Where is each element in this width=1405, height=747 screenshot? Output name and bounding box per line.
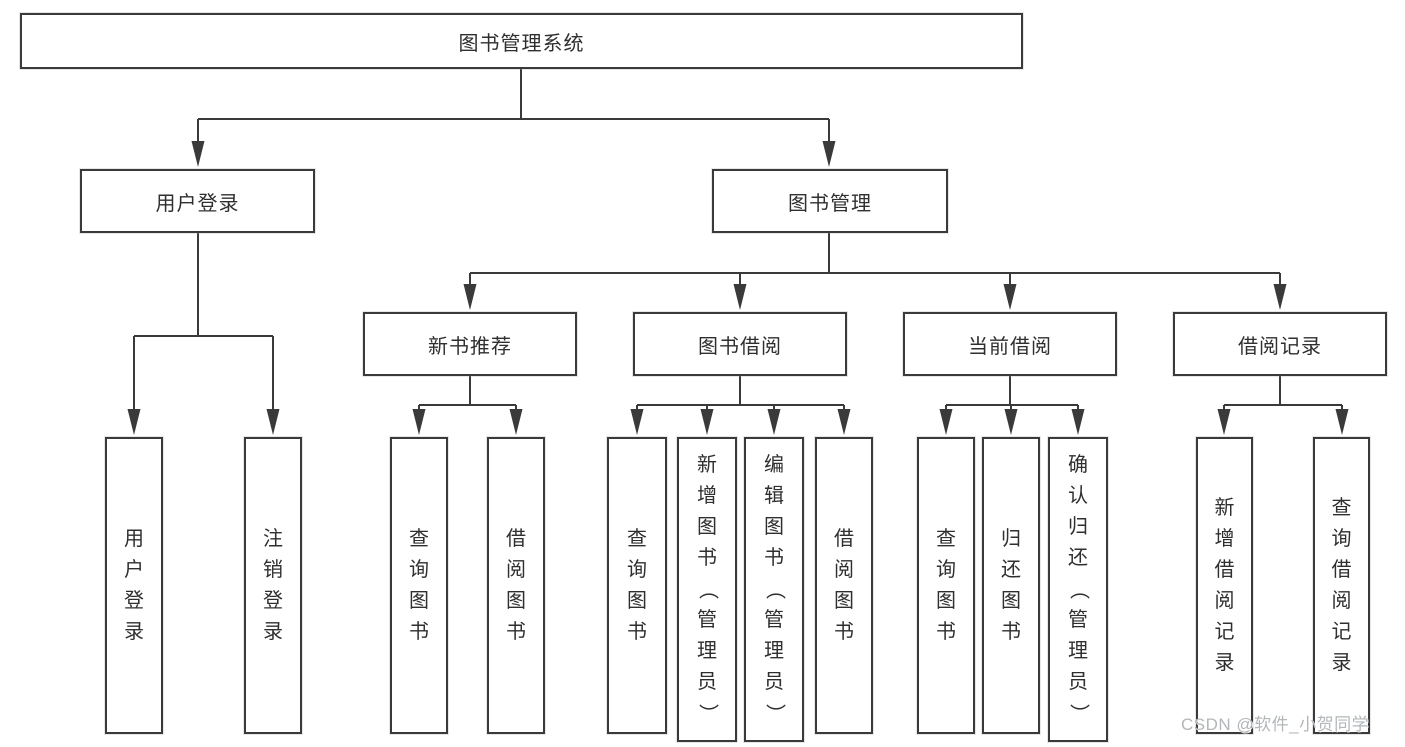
- node-leaf-user-login: 用户登录: [105, 437, 163, 734]
- connector-user-login-children: [133, 233, 274, 409]
- node-leaf-query-book-borrow-label: 查询图书: [627, 527, 647, 643]
- node-leaf-user-login-label: 用户登录: [124, 527, 144, 643]
- node-book-mgmt-label: 图书管理: [788, 192, 872, 215]
- node-root-label: 图书管理系统: [458, 32, 585, 55]
- node-current-borrow: 当前借阅: [903, 312, 1117, 376]
- arrowheads: [127, 141, 1349, 435]
- connector-root-to-level2: [197, 69, 830, 141]
- connector-current-borrow-children: [945, 376, 1079, 409]
- node-leaf-edit-book-label: 编辑图书（管理员）: [763, 454, 786, 724]
- node-leaf-add-book-label: 新增图书（管理员）: [696, 454, 719, 724]
- node-book-borrow-label: 图书借阅: [698, 335, 782, 358]
- node-user-login: 用户登录: [80, 169, 315, 233]
- node-leaf-query-record-label: 查询借阅记录: [1331, 496, 1352, 674]
- node-leaf-borrow-book-new-label: 借阅图书: [506, 527, 526, 643]
- node-borrow-records-label: 借阅记录: [1238, 335, 1322, 358]
- connector-new-book-rec-children: [418, 376, 517, 409]
- node-borrow-records: 借阅记录: [1173, 312, 1387, 376]
- node-new-book-rec-label: 新书推荐: [428, 335, 512, 358]
- node-leaf-logout-label: 注销登录: [263, 527, 283, 643]
- node-leaf-query-book-current: 查询图书: [917, 437, 975, 734]
- node-leaf-add-book: 新增图书（管理员）: [677, 437, 737, 742]
- node-leaf-add-record: 新增借阅记录: [1196, 437, 1253, 734]
- connector-book-borrow-children: [636, 376, 845, 409]
- node-leaf-borrow-book-new: 借阅图书: [487, 437, 545, 734]
- connector-book-mgmt-children: [469, 233, 1281, 284]
- node-leaf-borrow-book-borrow: 借阅图书: [815, 437, 873, 734]
- node-leaf-confirm-return: 确认归还（管理员）: [1048, 437, 1108, 742]
- node-current-borrow-label: 当前借阅: [968, 335, 1052, 358]
- csdn-watermark: CSDN @软件_小贺同学: [1181, 715, 1370, 734]
- node-leaf-query-book-borrow: 查询图书: [607, 437, 667, 734]
- node-leaf-borrow-book-borrow-label: 借阅图书: [834, 527, 854, 643]
- node-root: 图书管理系统: [20, 13, 1023, 69]
- node-leaf-edit-book: 编辑图书（管理员）: [744, 437, 804, 742]
- node-leaf-logout: 注销登录: [244, 437, 302, 734]
- node-leaf-confirm-return-label: 确认归还（管理员）: [1067, 454, 1090, 724]
- node-new-book-rec: 新书推荐: [363, 312, 577, 376]
- node-leaf-query-book-current-label: 查询图书: [936, 527, 956, 643]
- node-leaf-query-record: 查询借阅记录: [1313, 437, 1370, 734]
- node-leaf-return-book-label: 归还图书: [1001, 527, 1021, 643]
- connector-borrow-records-children: [1223, 376, 1343, 409]
- node-book-borrow: 图书借阅: [633, 312, 847, 376]
- node-leaf-return-book: 归还图书: [982, 437, 1040, 734]
- node-leaf-query-book-new-label: 查询图书: [409, 527, 429, 643]
- node-leaf-add-record-label: 新增借阅记录: [1214, 496, 1235, 674]
- node-book-mgmt: 图书管理: [712, 169, 948, 233]
- node-leaf-query-book-new: 查询图书: [390, 437, 448, 734]
- node-user-login-label: 用户登录: [155, 192, 240, 215]
